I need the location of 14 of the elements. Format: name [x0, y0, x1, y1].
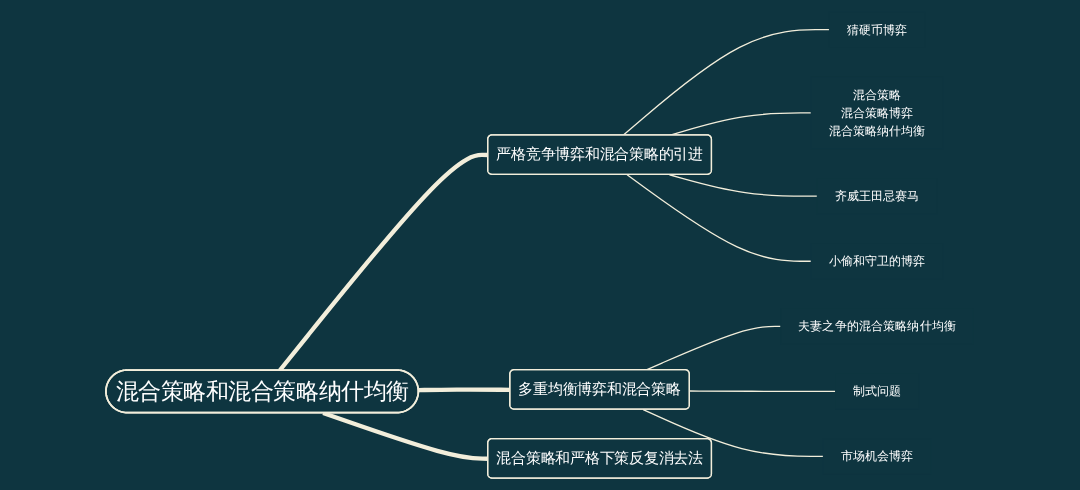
connector: [278, 152, 489, 372]
node-text: 混合策略 混合策略博弈 混合策略纳什均衡: [828, 87, 926, 138]
connector: [669, 174, 819, 197]
node-text: 小偷和守卫的博弈: [828, 253, 926, 268]
connector: [689, 390, 837, 392]
connector: [419, 387, 511, 393]
node-text: 齐威王田忌赛马: [834, 188, 920, 203]
connector: [622, 29, 831, 136]
node-text: 市场机会博弈: [841, 449, 914, 463]
connector: [642, 408, 825, 457]
node-text: 夫妻之争的混合策略纳什均衡: [798, 318, 957, 333]
node-text: 制式问题: [853, 383, 902, 398]
node-text: 猜硬币博弈: [847, 22, 908, 37]
connector: [626, 174, 813, 262]
